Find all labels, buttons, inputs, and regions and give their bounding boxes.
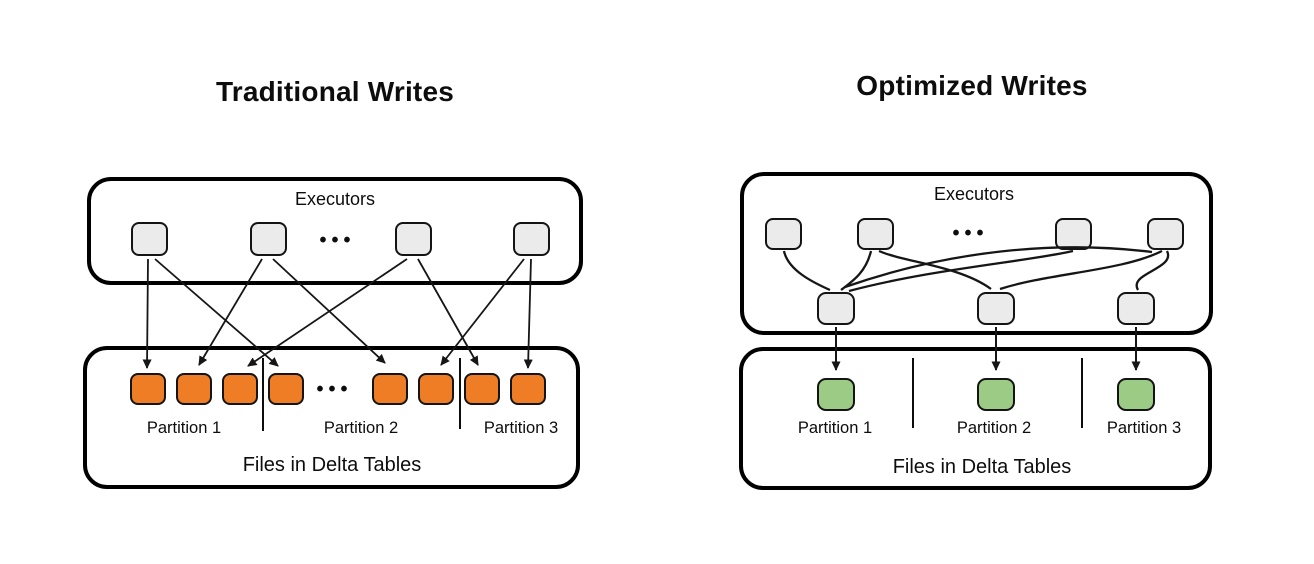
left-files-caption: Files in Delta Tables bbox=[242, 454, 422, 476]
executor-node-1 bbox=[764, 218, 802, 250]
file-node-4 bbox=[268, 373, 304, 405]
executor-node-3 bbox=[394, 222, 432, 256]
file-node-6 bbox=[418, 373, 454, 405]
file-node-2 bbox=[176, 373, 212, 405]
executor-node-2 bbox=[249, 222, 287, 256]
executor-node-1 bbox=[130, 222, 168, 256]
right-partition-divider-1 bbox=[912, 358, 914, 428]
optimized-file-node-1 bbox=[817, 378, 855, 411]
left-partition-3-label: Partition 3 bbox=[483, 419, 559, 437]
left-partition-divider-2 bbox=[459, 358, 461, 429]
shuffle-executor-node-3 bbox=[1117, 292, 1155, 325]
shuffle-executor-node-2 bbox=[977, 292, 1015, 325]
file-node-1 bbox=[130, 373, 166, 405]
traditional-writes-title: Traditional Writes bbox=[215, 76, 455, 107]
executor-node-3 bbox=[1054, 218, 1092, 250]
right-executors-label: Executors bbox=[933, 184, 1015, 204]
optimized-writes-title: Optimized Writes bbox=[856, 70, 1088, 101]
right-executors-ellipsis: ••• bbox=[952, 222, 989, 245]
file-node-3 bbox=[222, 373, 258, 405]
right-partition-2-label: Partition 2 bbox=[956, 419, 1032, 437]
shuffle-executor-node-1 bbox=[817, 292, 855, 325]
executor-node-2 bbox=[856, 218, 894, 250]
optimized-file-node-2 bbox=[977, 378, 1015, 411]
file-node-8 bbox=[510, 373, 546, 405]
left-files-ellipsis: ••• bbox=[316, 378, 353, 401]
executor-node-4 bbox=[1146, 218, 1184, 250]
optimized-file-node-3 bbox=[1117, 378, 1155, 411]
right-partition-divider-2 bbox=[1081, 358, 1083, 428]
right-partition-1-label: Partition 1 bbox=[797, 419, 873, 437]
file-node-5 bbox=[372, 373, 408, 405]
left-executors-ellipsis: ••• bbox=[319, 229, 356, 252]
executor-node-4 bbox=[512, 222, 550, 256]
left-partition-1-label: Partition 1 bbox=[146, 419, 222, 437]
left-executors-label: Executors bbox=[294, 189, 376, 209]
left-partition-divider-1 bbox=[262, 358, 264, 431]
right-partition-3-label: Partition 3 bbox=[1106, 419, 1182, 437]
file-node-7 bbox=[464, 373, 500, 405]
right-files-caption: Files in Delta Tables bbox=[892, 456, 1072, 478]
left-partition-2-label: Partition 2 bbox=[323, 419, 399, 437]
